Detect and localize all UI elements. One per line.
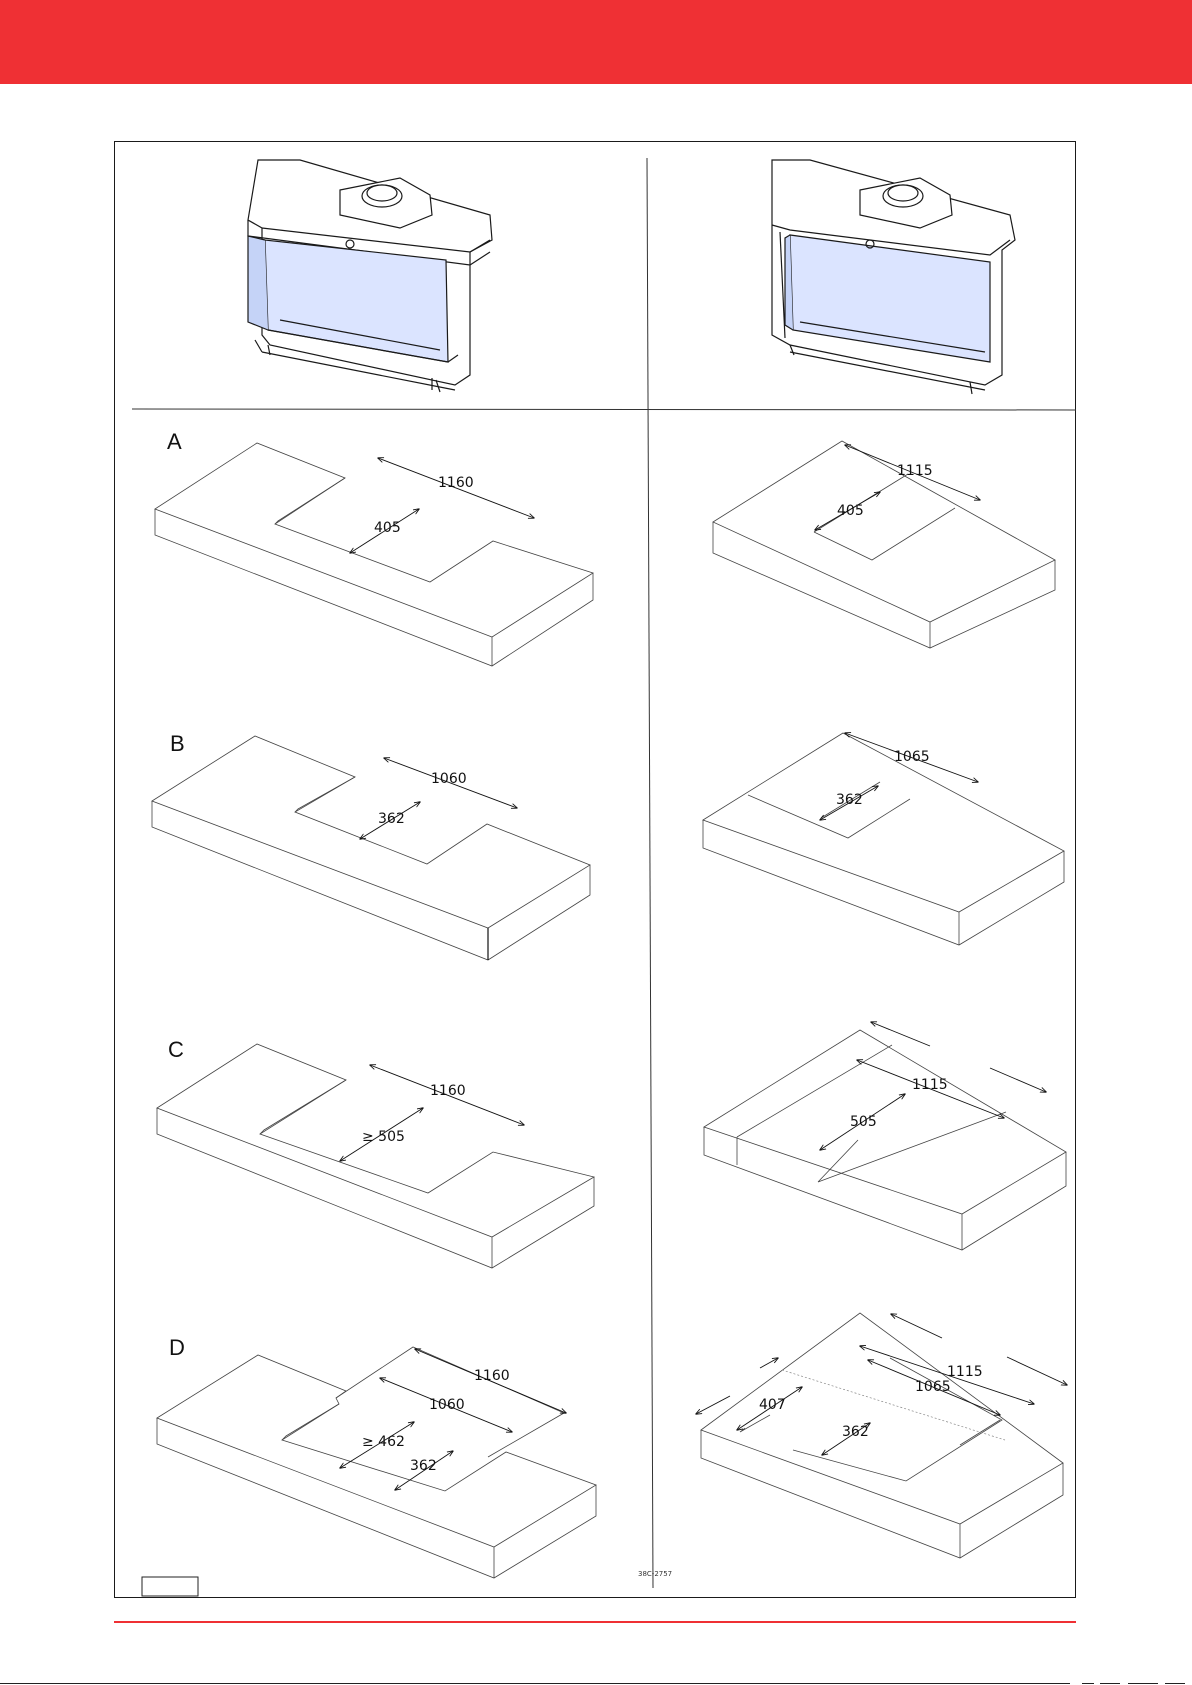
section-a-right [713, 441, 1055, 648]
dim-d-left-inner: ≥ 462 [362, 1434, 405, 1450]
section-letter-c: C [168, 1037, 184, 1062]
section-b-left [152, 736, 590, 960]
dim-a-left-inner: 405 [374, 520, 401, 536]
section-letter-b: B [170, 731, 185, 756]
section-d-left [157, 1347, 596, 1578]
section-c-left [157, 1044, 594, 1268]
drawing-code: 38C-2757 [638, 1570, 672, 1578]
dim-c-left-outer: 1160 [430, 1083, 466, 1099]
dim-c-right-inner: 505 [850, 1114, 877, 1130]
dim-c-right-outer: 1115 [912, 1077, 948, 1093]
dim-d-left-outer: 1160 [474, 1368, 510, 1384]
dim-b-left-outer: 1060 [431, 771, 467, 787]
section-a-left [155, 443, 593, 666]
section-c-right [704, 1022, 1066, 1250]
dim-c-left-inner: ≥ 505 [362, 1129, 405, 1145]
dim-b-right-outer: 1065 [894, 749, 930, 765]
center-divider [647, 158, 653, 1588]
section-letter-a: A [167, 429, 182, 454]
dim-d-right-mid: 1065 [915, 1379, 951, 1395]
dim-d-right-side: 407 [759, 1397, 786, 1413]
dim-d-right-inner: 362 [842, 1424, 869, 1440]
dim-a-left-outer: 1160 [438, 475, 474, 491]
section-letter-d: D [169, 1335, 185, 1360]
legend-box [142, 1577, 198, 1596]
dim-d-right-outer: 1115 [947, 1364, 983, 1380]
dim-a-right-outer: 1115 [897, 463, 933, 479]
dim-d-left-inner2: 362 [410, 1458, 437, 1474]
fireplace-illustration-left [248, 160, 492, 392]
section-b-right [703, 733, 1064, 945]
dim-b-left-inner: 362 [378, 811, 405, 827]
fireplace-illustration-right [772, 160, 1015, 394]
dim-a-right-inner: 405 [837, 503, 864, 519]
dim-d-left-mid: 1060 [429, 1397, 465, 1413]
dim-b-right-inner: 362 [836, 792, 863, 808]
section-d-right [696, 1313, 1067, 1558]
row-divider [132, 409, 1076, 410]
